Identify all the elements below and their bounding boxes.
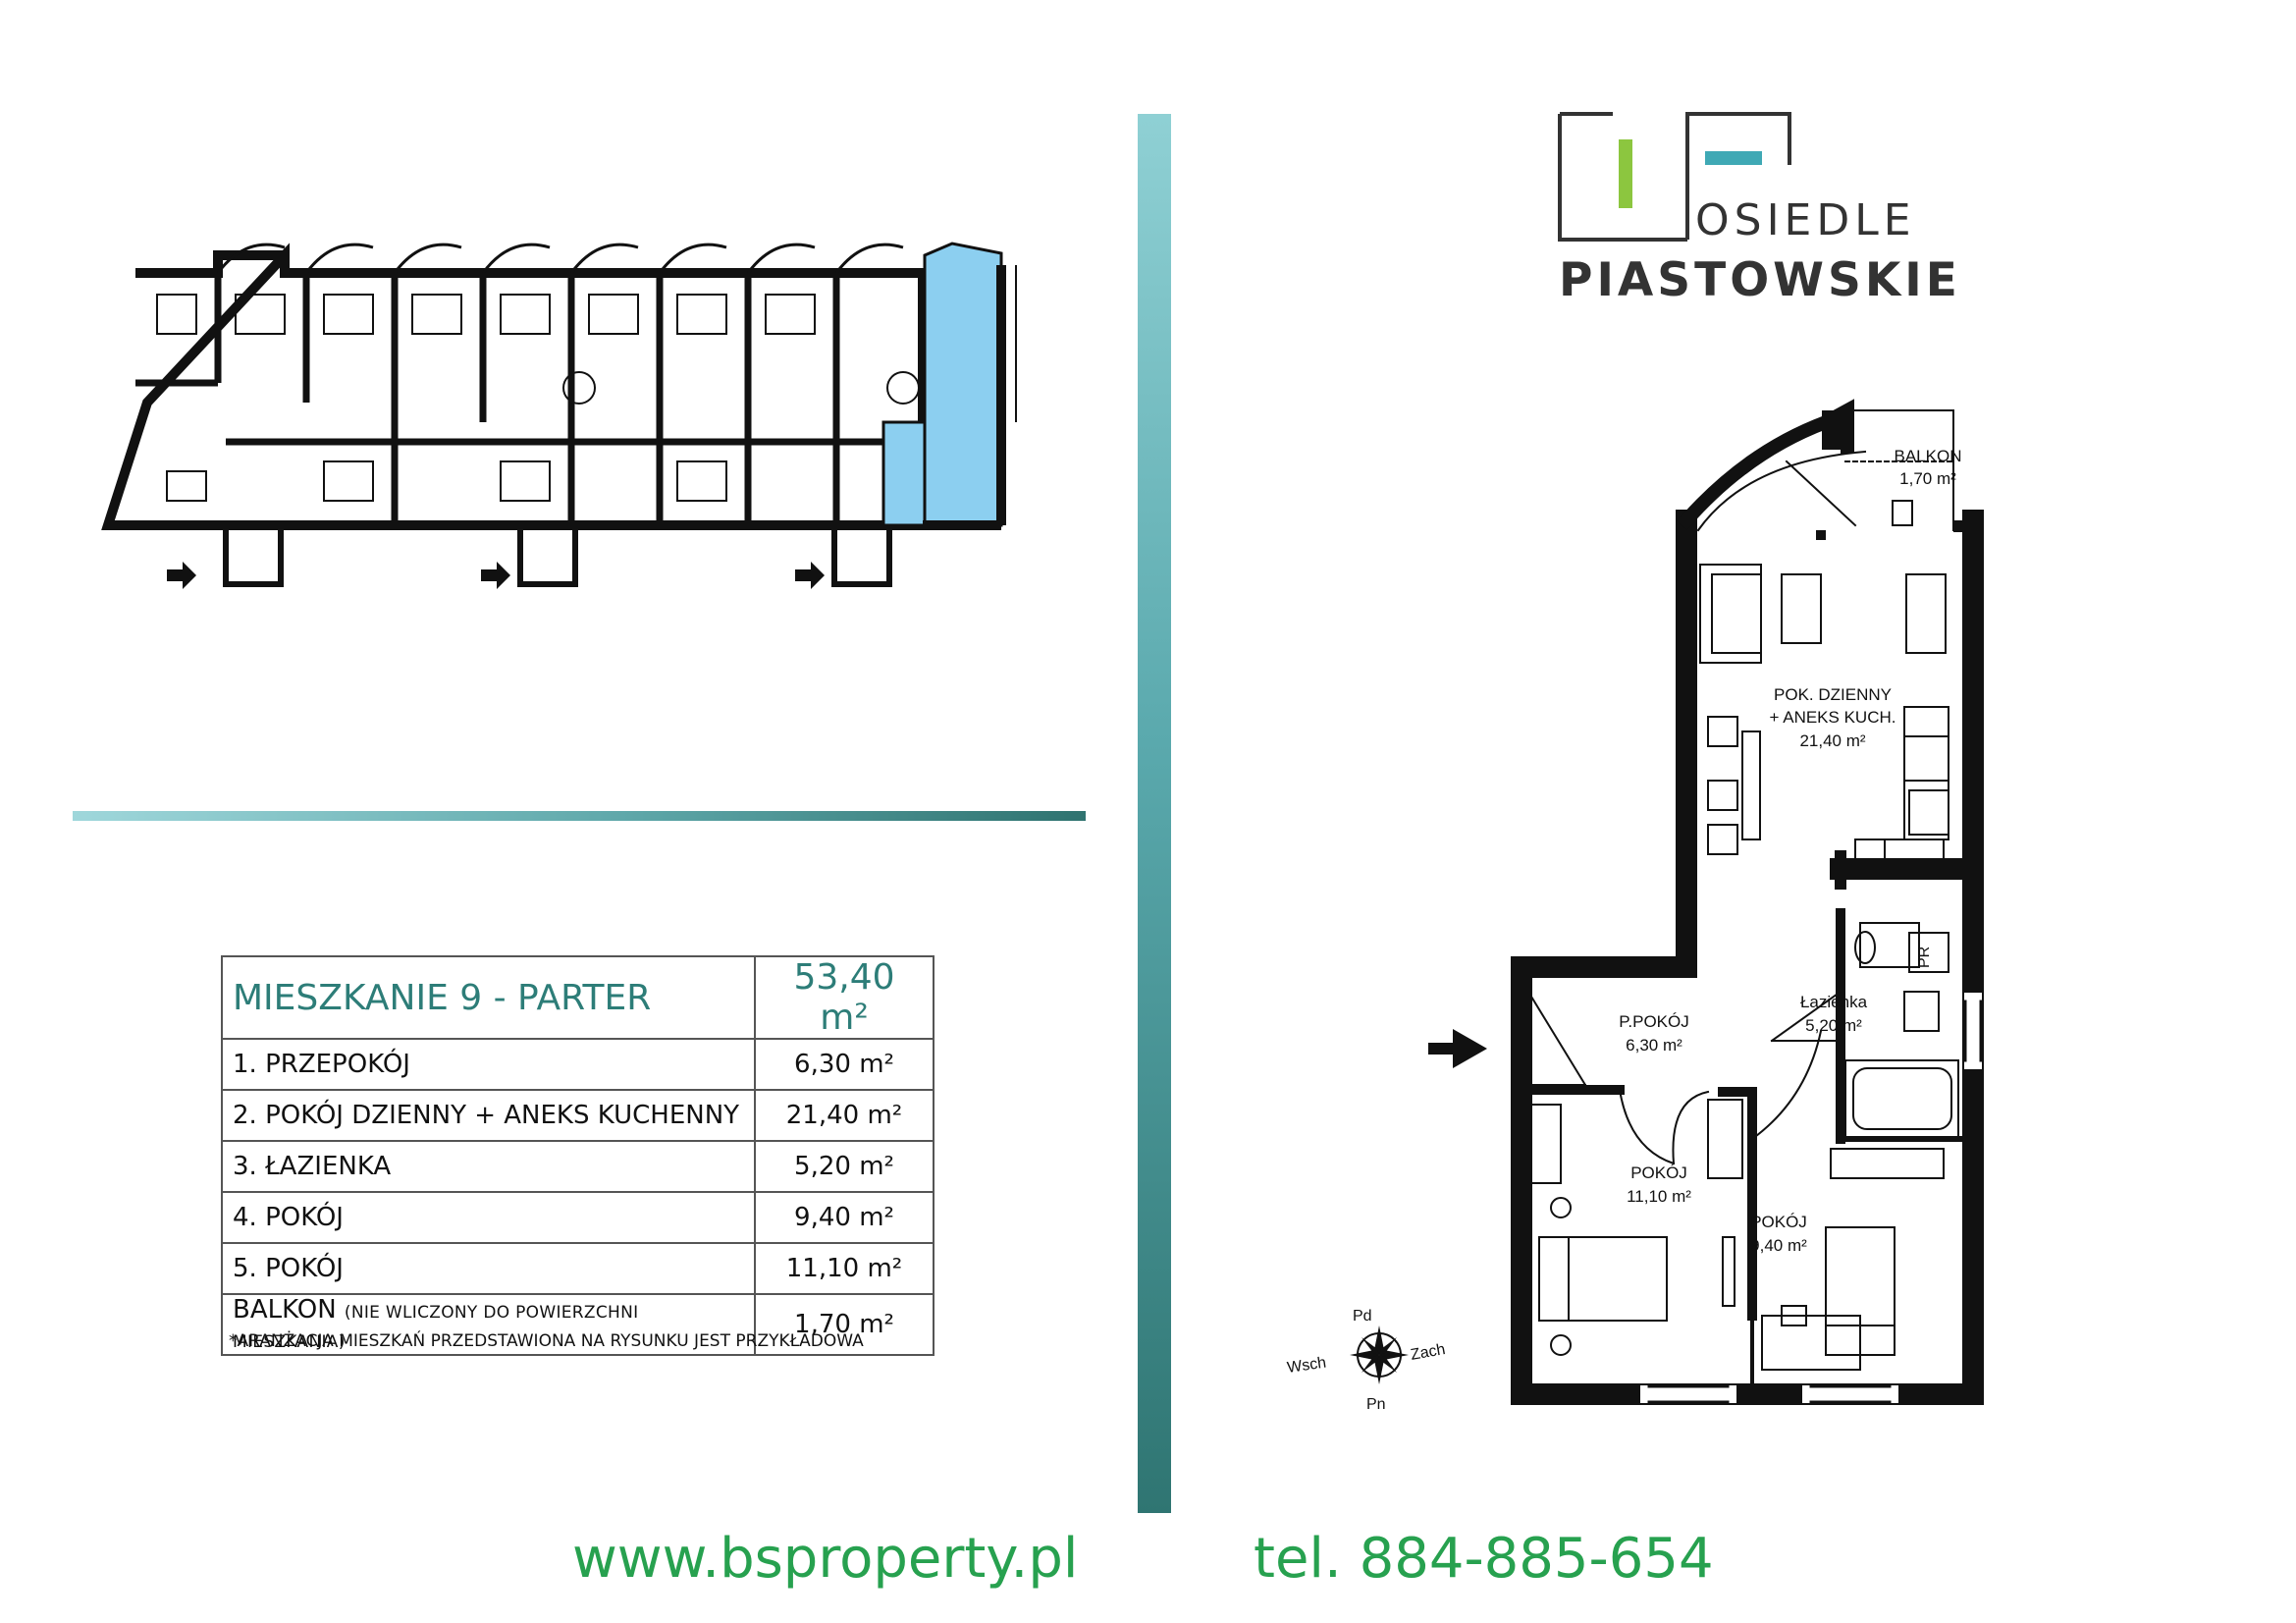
table-row: 4. POKÓJ 9,40 m²	[221, 1191, 934, 1244]
plan-label-bath: Łazienka	[1800, 993, 1868, 1011]
plan-label-balkon: BALKON	[1895, 447, 1962, 465]
unit-title: MIESZKANIE 9 - PARTER	[221, 955, 756, 1040]
room-label: 3. ŁAZIENKA	[221, 1140, 756, 1193]
room-label: 2. POKÓJ DZIENNY + ANEKS KUCHENNY	[221, 1089, 756, 1142]
balcony-label-cell: BALKON (NIE WLICZONY DO POWIERZCHNI MIES…	[221, 1293, 756, 1356]
compass-label-south: Pn	[1366, 1396, 1386, 1413]
compass-label-north: Pd	[1353, 1308, 1372, 1325]
plan-label-living-area: 21,40 m²	[1799, 731, 1865, 750]
area-table: MIESZKANIE 9 - PARTER 53,40 m² 1. PRZEPO…	[221, 955, 934, 1356]
brand-logo-icon	[1558, 112, 1791, 242]
room-label: 5. POKÓJ	[221, 1242, 756, 1295]
room-area: 9,40 m²	[754, 1191, 934, 1244]
balcony-area: 1,70 m²	[754, 1293, 934, 1356]
table-row: 3. ŁAZIENKA 5,20 m²	[221, 1140, 934, 1193]
horizontal-divider	[73, 811, 1086, 821]
room-label: 1. PRZEPOKÓJ	[221, 1038, 756, 1091]
table-header-row: MIESZKANIE 9 - PARTER 53,40 m²	[221, 955, 934, 1040]
plan-label-room5-area: 11,10 m²	[1627, 1187, 1691, 1206]
room-area: 6,30 m²	[754, 1038, 934, 1091]
balcony-label: BALKON	[233, 1295, 337, 1325]
plan-label-hall-area: 6,30 m²	[1626, 1036, 1682, 1055]
unit-total-area: 53,40 m²	[754, 955, 934, 1040]
room-area: 21,40 m²	[754, 1089, 934, 1142]
plan-label-balkon-area: 1,70 m²	[1899, 469, 1956, 488]
plan-label-bath-area: 5,20 m²	[1805, 1016, 1862, 1035]
footnote: *ARANŻACJA MIESZKAŃ PRZEDSTAWIONA NA RYS…	[229, 1331, 864, 1351]
plan-label-room4: POKÓJ	[1750, 1213, 1807, 1231]
table-row-balcony: BALKON (NIE WLICZONY DO POWIERZCHNI MIES…	[221, 1293, 934, 1356]
table-row: 2. POKÓJ DZIENNY + ANEKS KUCHENNY 21,40 …	[221, 1089, 934, 1142]
plan-label-living-2: + ANEKS KUCH.	[1770, 708, 1896, 727]
building-floor-plan	[101, 242, 1017, 589]
room-label: 4. POKÓJ	[221, 1191, 756, 1244]
vertical-divider	[1138, 114, 1171, 1513]
brand-name-line2: PIASTOWSKIE	[1559, 253, 1961, 307]
room-area: 5,20 m²	[754, 1140, 934, 1193]
compass-label-west: Wsch	[1286, 1355, 1327, 1377]
balcony-note: (NIE WLICZONY DO POWIERZCHNI MIESZKANIA)	[233, 1303, 639, 1352]
plan-label-hall: P.POKÓJ	[1619, 1012, 1689, 1031]
phone-number[interactable]: tel. 884-885-654	[1254, 1527, 1714, 1591]
room-area: 11,10 m²	[754, 1242, 934, 1295]
plan-label-room4-area: 9,40 m²	[1750, 1236, 1807, 1255]
table-row: 5. POKÓJ 11,10 m²	[221, 1242, 934, 1295]
website-link[interactable]: www.bsproperty.pl	[572, 1527, 1079, 1591]
plan-label-living: POK. DZIENNY	[1774, 685, 1892, 704]
plan-label-room5: POKÓJ	[1630, 1163, 1687, 1182]
brand-name-line1: OSIEDLE	[1695, 195, 1916, 245]
plan-label-pr: PR	[1916, 947, 1933, 968]
table-row: 1. PRZEPOKÓJ 6,30 m²	[221, 1038, 934, 1091]
apartment-floor-plan: BALKON 1,70 m² POK. DZIENNY + ANEKS KUCH…	[1286, 399, 1984, 1413]
compass-icon	[1350, 1325, 1409, 1384]
compass-label-east: Zach	[1410, 1341, 1447, 1364]
entrance-arrow-icon	[1428, 1029, 1487, 1068]
